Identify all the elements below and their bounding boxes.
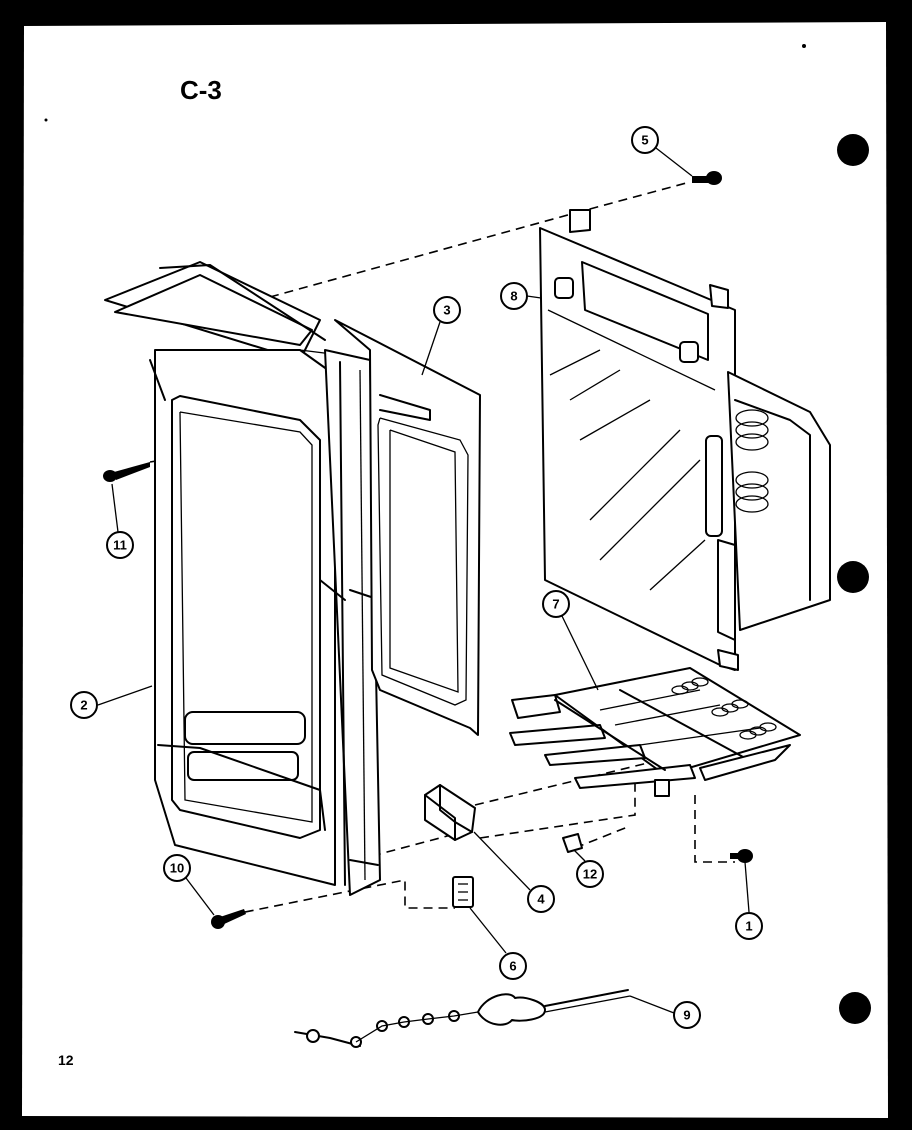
clip-part-6 <box>452 876 474 908</box>
page-code: C-3 <box>180 75 222 105</box>
svg-text:1: 1 <box>745 919 752 934</box>
svg-text:9: 9 <box>683 1008 690 1023</box>
callout-10: 10 <box>163 854 215 916</box>
callout-12: 12 <box>573 849 604 888</box>
callout-8: 8 <box>500 282 542 310</box>
binder-hole-middle <box>837 561 869 593</box>
spring-row <box>671 677 777 740</box>
door-frame-part-2 <box>104 261 381 896</box>
svg-text:7: 7 <box>552 597 559 612</box>
page-number: 12 <box>58 1052 74 1068</box>
binder-hole-bottom <box>839 992 871 1024</box>
svg-text:4: 4 <box>537 892 545 907</box>
callout-11: 11 <box>106 483 134 559</box>
callout-3: 3 <box>421 296 461 376</box>
latch-block-part-4 <box>424 784 476 841</box>
coil-left <box>735 409 769 513</box>
callout-5: 5 <box>631 126 693 177</box>
svg-text:6: 6 <box>509 959 516 974</box>
svg-text:2: 2 <box>80 698 87 713</box>
clip-part-12 <box>562 833 583 853</box>
screw-part-11 <box>103 462 150 482</box>
svg-text:12: 12 <box>583 867 597 882</box>
binder-hole-top <box>837 134 869 166</box>
callout-1: 1 <box>735 861 763 940</box>
svg-text:8: 8 <box>510 289 517 304</box>
callout-6: 6 <box>469 907 527 980</box>
svg-text:5: 5 <box>641 133 648 148</box>
probe-part-9 <box>294 989 631 1048</box>
callout-9: 9 <box>629 995 701 1029</box>
callout-2: 2 <box>70 685 153 719</box>
svg-text:11: 11 <box>113 538 127 553</box>
panel-part-8 <box>539 209 831 671</box>
door-panel-part-3 <box>334 319 481 736</box>
callout-4: 4 <box>473 831 555 913</box>
screw-part-1 <box>730 849 753 863</box>
svg-text:3: 3 <box>443 303 450 318</box>
screw-part-10 <box>211 909 246 929</box>
callout-7: 7 <box>542 590 599 691</box>
svg-text:10: 10 <box>170 861 184 876</box>
switch-bracket-part-7 <box>509 667 801 797</box>
screw-part-5 <box>692 171 722 185</box>
